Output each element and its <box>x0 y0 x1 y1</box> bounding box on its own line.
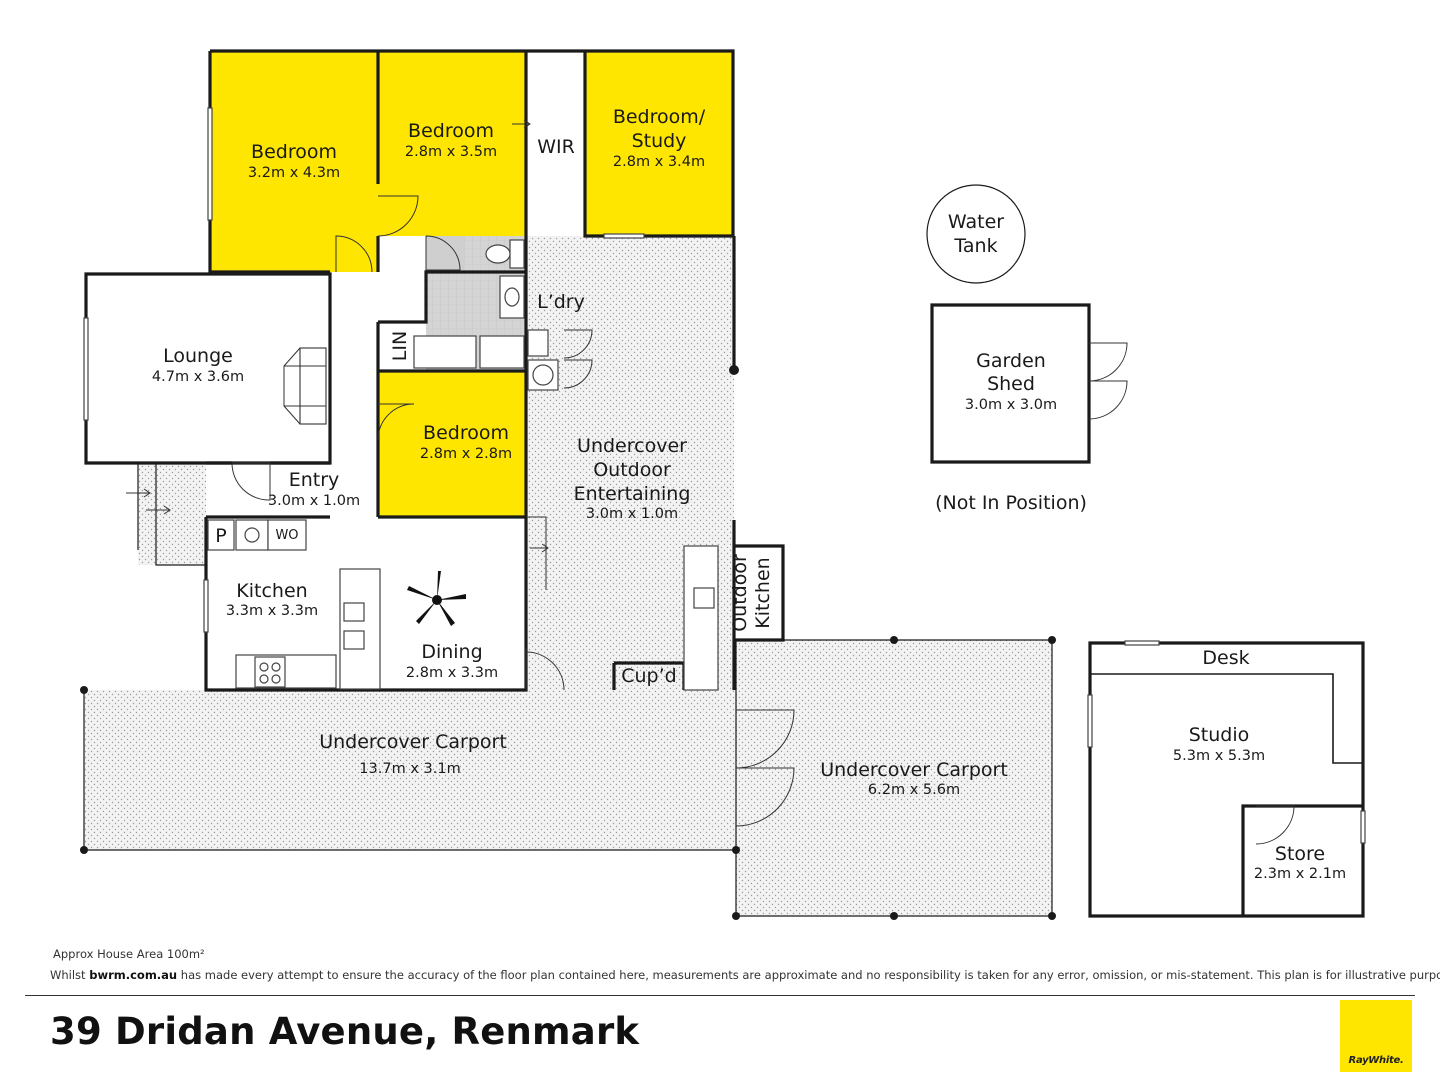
room-labels: Bedroom 3.2m x 4.3m Bedroom 2.8m x 3.5m … <box>152 106 1346 882</box>
studio-dims: 5.3m x 5.3m <box>1173 748 1265 764</box>
entry-dims: 3.0m x 1.0m <box>268 493 360 509</box>
wir-label: WIR <box>537 136 575 158</box>
bedroom-study-label-1: Bedroom/ <box>613 106 706 128</box>
disclaimer-site: bwrm.com.au <box>89 968 178 982</box>
outdoor-areas <box>84 236 1052 916</box>
desk-label: Desk <box>1202 647 1249 669</box>
dining-label: Dining <box>421 641 482 663</box>
bedroom-3-label: Bedroom <box>423 422 509 444</box>
property-address: 39 Dridan Avenue, Renmark <box>50 1010 640 1053</box>
bedroom-2-fill <box>378 51 526 236</box>
post-dots <box>80 365 1056 920</box>
doors <box>126 119 1295 845</box>
lounge-label: Lounge <box>163 345 233 367</box>
lounge-dims: 4.7m x 3.6m <box>152 369 244 385</box>
garden-shed-label-2: Shed <box>987 373 1035 395</box>
water-tank-label-1: Water <box>948 211 1004 233</box>
bedroom-3-fill <box>378 371 526 517</box>
disclaimer-post: has made every attempt to ensure the acc… <box>177 968 1440 982</box>
house-area-note: Approx House Area 100m² <box>53 947 205 961</box>
outdoor-kitchen-label-1: Outdoor <box>729 554 751 632</box>
disclaimer: Whilst bwrm.com.au has made every attemp… <box>50 968 1440 982</box>
outdoor-kitchen-label-2: Kitchen <box>752 557 774 628</box>
water-tank-label-2: Tank <box>953 235 997 257</box>
bedroom-study-fill <box>585 51 733 236</box>
bedroom-study-dims: 2.8m x 3.4m <box>613 154 705 170</box>
laundry-label: L’dry <box>537 291 585 313</box>
wall-oven-label: WO <box>275 528 298 543</box>
bedroom-1-label: Bedroom <box>251 141 337 163</box>
bedroom-1-dims: 3.2m x 4.3m <box>248 165 340 181</box>
carport-1-area <box>84 690 736 850</box>
fixtures <box>83 107 1366 844</box>
carport-1-label: Undercover Carport <box>319 731 507 753</box>
garden-shed-dims: 3.0m x 3.0m <box>965 397 1057 413</box>
cupd-label: Cup’d <box>621 665 676 687</box>
kitchen-dims: 3.3m x 3.3m <box>226 603 318 619</box>
carport-2-dims: 6.2m x 5.6m <box>868 782 960 798</box>
entry-label: Entry <box>289 469 340 491</box>
bedroom-3-dims: 2.8m x 2.8m <box>420 446 512 462</box>
lin-label: LIN <box>389 331 411 361</box>
outdoor-ent-label-3: Entertaining <box>574 483 691 505</box>
outdoor-ent-label-2: Outdoor <box>593 459 671 481</box>
dining-dims: 2.8m x 3.3m <box>406 665 498 681</box>
brand-text: RayWhite. <box>1348 1055 1404 1066</box>
pantry-label: P <box>215 525 226 547</box>
outdoor-ent-dims: 3.0m x 1.0m <box>586 506 678 522</box>
bedroom-study-label-2: Study <box>632 130 687 152</box>
studio-label: Studio <box>1189 724 1250 746</box>
carport-2-label: Undercover Carport <box>820 759 1008 781</box>
kitchen-label: Kitchen <box>236 580 307 602</box>
footer-divider <box>25 995 1415 996</box>
store-dims: 2.3m x 2.1m <box>1254 866 1346 882</box>
bedroom-2-dims: 2.8m x 3.5m <box>405 144 497 160</box>
carport-1-dims: 13.7m x 3.1m <box>359 761 460 777</box>
bedroom-1-fill <box>210 51 378 272</box>
store-label: Store <box>1275 843 1325 865</box>
bedrooms <box>210 51 733 517</box>
bedroom-2-label: Bedroom <box>408 120 494 142</box>
outdoor-ent-label-1: Undercover <box>577 435 687 457</box>
entry-steps-area <box>138 463 206 565</box>
carport-2-area <box>736 640 1052 916</box>
not-in-position-label: (Not In Position) <box>935 492 1087 514</box>
floor-plan: Bedroom 3.2m x 4.3m Bedroom 2.8m x 3.5m … <box>80 49 1366 920</box>
garden-shed-label-1: Garden <box>976 350 1046 372</box>
disclaimer-pre: Whilst <box>50 968 90 982</box>
raywhite-logo: RayWhite. <box>1340 1000 1412 1072</box>
